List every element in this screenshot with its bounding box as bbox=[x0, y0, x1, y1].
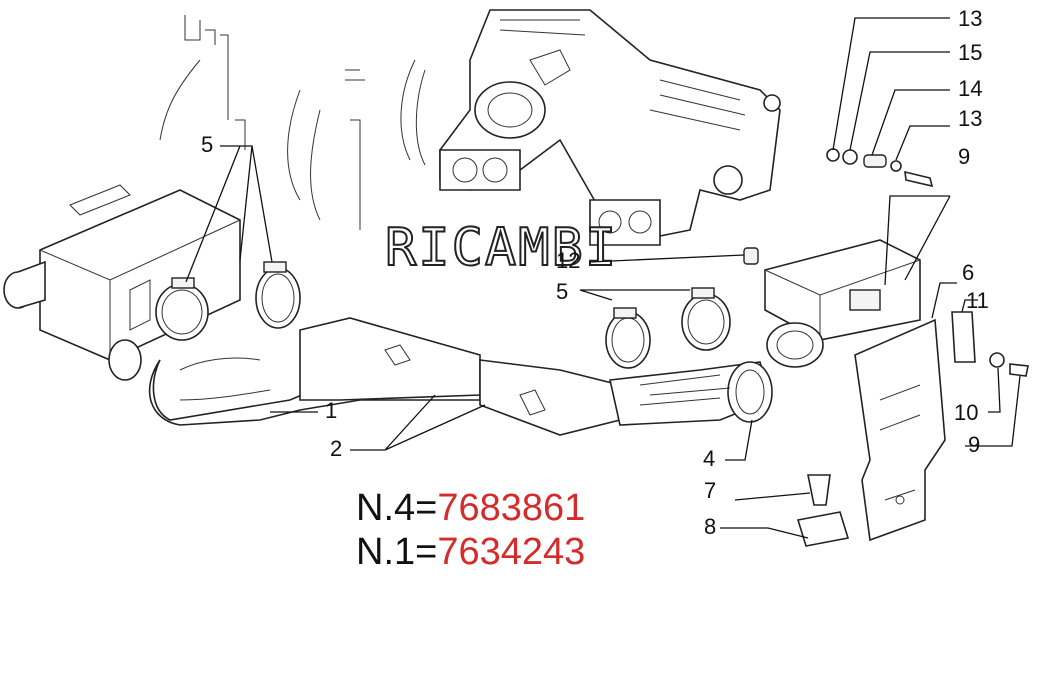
hose-clamps-left bbox=[155, 261, 301, 341]
callout-9a: 9 bbox=[958, 144, 970, 169]
clip-11 bbox=[951, 311, 976, 363]
callout-labels: 5 5 12 1 2 4 13 15 14 13 9 6 11 10 9 7 8 bbox=[201, 6, 989, 539]
callout-7: 7 bbox=[704, 478, 716, 503]
callout-4: 4 bbox=[703, 446, 715, 471]
left-air-box bbox=[3, 184, 241, 381]
air-flow-meter bbox=[764, 239, 921, 368]
code-prefix: N.4= bbox=[356, 487, 438, 529]
nut-12 bbox=[743, 247, 759, 265]
code-number: 7683861 bbox=[437, 487, 586, 529]
callout-6: 6 bbox=[962, 260, 974, 285]
plate-8 bbox=[796, 511, 850, 547]
screw-7 bbox=[807, 474, 831, 506]
bolt-9a bbox=[904, 170, 934, 188]
small-hardware bbox=[743, 148, 1029, 547]
code-line-1: N.4=7683861 bbox=[356, 486, 585, 530]
mounting-bracket bbox=[854, 318, 946, 542]
callout-5b: 5 bbox=[556, 279, 568, 304]
code-prefix: N.1= bbox=[356, 531, 438, 573]
callout-2: 2 bbox=[330, 436, 342, 461]
bolt-9b bbox=[1009, 363, 1029, 377]
callout-11: 11 bbox=[966, 288, 989, 313]
intake-ducting bbox=[148, 317, 773, 436]
callout-10: 10 bbox=[954, 400, 978, 425]
spacer-14 bbox=[863, 154, 887, 168]
callout-5a: 5 bbox=[201, 132, 213, 157]
callout-14: 14 bbox=[958, 76, 982, 101]
intake-manifold bbox=[439, 9, 781, 246]
grommet-15 bbox=[842, 149, 858, 165]
leader-lines bbox=[185, 17, 1021, 539]
callout-8: 8 bbox=[704, 514, 716, 539]
washer-13b bbox=[890, 160, 902, 172]
washer-13a bbox=[826, 148, 840, 162]
callout-13a: 13 bbox=[958, 6, 982, 31]
background-sketch bbox=[159, 15, 426, 230]
callout-1: 1 bbox=[325, 398, 337, 423]
callout-15: 15 bbox=[958, 40, 982, 65]
callout-9b: 9 bbox=[968, 432, 980, 457]
part-number-codes: N.4=7683861 N.1=7634243 bbox=[356, 486, 585, 574]
code-line-2: N.1=7634243 bbox=[356, 530, 585, 574]
callout-12: 12 bbox=[556, 248, 580, 273]
code-number: 7634243 bbox=[437, 531, 586, 573]
hose-clamps-center bbox=[605, 287, 731, 369]
watermark-text: RICAMBI bbox=[385, 218, 618, 278]
callout-13b: 13 bbox=[958, 106, 982, 131]
washer-10 bbox=[989, 352, 1005, 368]
